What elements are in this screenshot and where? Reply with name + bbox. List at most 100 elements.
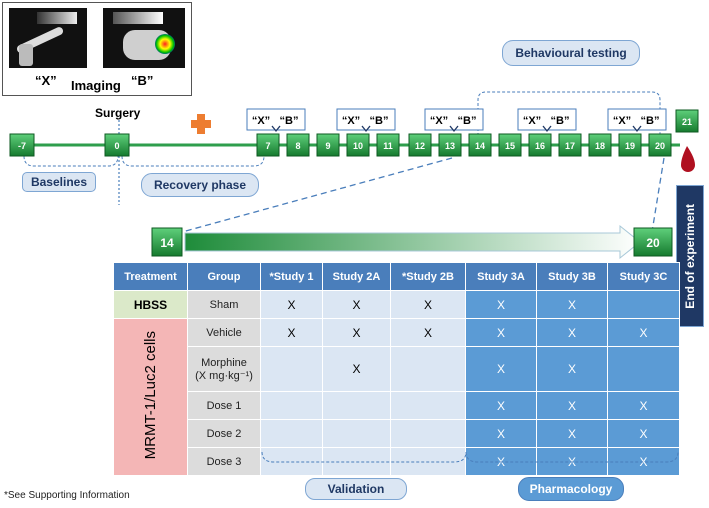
mark-cell: X: [322, 318, 391, 347]
header-group: Group: [187, 262, 261, 291]
day-label: 10: [353, 141, 363, 151]
table-row: Morphine (X mg·kg⁻¹) X X X: [114, 346, 680, 392]
table-row: MRMT-1/Luc2 cells Vehicle X X X X X X: [113, 318, 680, 476]
day-label: 19: [625, 141, 635, 151]
day-label: 14: [475, 141, 485, 151]
zoom-day-label: 14: [160, 236, 174, 250]
assay-label-b: “B”: [551, 115, 570, 127]
assay-callout: “X” “B”: [517, 108, 577, 133]
mark-cell: [260, 346, 323, 392]
assay-label-x: “X”: [613, 115, 631, 127]
zoom-arrow: [184, 224, 641, 260]
behavioural-testing-label: Behavioural testing: [502, 40, 640, 66]
header-study-3b: Study 3B: [536, 262, 608, 291]
header-study-1: *Study 1: [260, 262, 323, 291]
validation-label: Validation: [305, 478, 407, 500]
group-cell: Vehicle: [187, 318, 261, 347]
imaging-label-b: “B”: [131, 73, 154, 88]
assay-callout: “X”“B”: [336, 108, 396, 133]
day-box: 10: [346, 133, 370, 157]
day-box: 8: [286, 133, 310, 157]
mark-cell: X: [465, 318, 537, 347]
recovery-bracket: [121, 155, 265, 167]
day-box: 20: [648, 133, 672, 157]
intensity-scale-b: [113, 12, 163, 24]
assay-label-x: “X”: [252, 115, 270, 127]
day-box: 16: [528, 133, 552, 157]
group-cell: Morphine (X mg·kg⁻¹): [187, 346, 261, 392]
mark-cell: [322, 419, 391, 448]
group-cell: Dose 1: [187, 391, 261, 420]
imaging-photo-b: [103, 8, 185, 68]
day-box: 21: [675, 109, 699, 133]
mark-cell: X: [536, 391, 608, 420]
treatment-cells-label: MRMT-1/Luc2 cells: [142, 330, 159, 460]
assay-label-x: “X”: [342, 115, 360, 127]
mark-cell: [260, 391, 323, 420]
header-study-3c: Study 3C: [607, 262, 680, 291]
mark-cell: X: [465, 419, 537, 448]
group-cell: Dose 2: [187, 419, 261, 448]
day-box: 11: [376, 133, 400, 157]
mark-cell: X: [536, 290, 608, 319]
assay-label-b: “B”: [458, 115, 477, 127]
blood-drop-icon: [681, 146, 695, 172]
table-row: Dose 2 X X X: [114, 419, 680, 448]
header-study-2b: *Study 2B: [390, 262, 466, 291]
table-row: Dose 1 X X X: [114, 391, 680, 420]
imaging-photo-x: [9, 8, 87, 68]
mark-cell: [390, 391, 466, 420]
zoom-day-label: 20: [646, 236, 660, 250]
mark-cell: [607, 346, 680, 392]
assay-label-x: “X”: [430, 115, 448, 127]
day-box: 19: [618, 133, 642, 157]
intensity-scale-x: [37, 12, 77, 24]
mark-cell: X: [465, 290, 537, 319]
imaging-panel: “X” Imaging “B”: [2, 2, 192, 96]
group-morphine: Morphine: [201, 356, 247, 369]
chevron-down-icon: [449, 125, 459, 133]
mark-cell: X: [536, 346, 608, 392]
day-box: 12: [408, 133, 432, 157]
chevron-down-icon: [632, 125, 642, 133]
mark-cell: X: [322, 346, 391, 392]
group-morphine-dose: (X mg·kg⁻¹): [195, 369, 253, 382]
baselines-bracket: [23, 155, 119, 167]
recovery-phase-label: Recovery phase: [141, 173, 259, 197]
mark-cell: [607, 290, 680, 319]
limb-base-x: [19, 44, 33, 66]
assay-callout: “X” “B”: [424, 108, 484, 133]
mark-cell: X: [322, 290, 391, 319]
day-label: 7: [265, 141, 270, 151]
day-box: 18: [588, 133, 612, 157]
mark-cell: X: [607, 447, 680, 476]
day-box: 13: [438, 133, 462, 157]
end-of-experiment-banner: End of experiment: [676, 185, 704, 327]
mark-cell: [390, 419, 466, 448]
study-design-table: Treatment Group *Study 1 Study 2A *Study…: [113, 262, 680, 476]
day-label: 18: [595, 141, 605, 151]
table-row: HBSS Sham X X X X X: [113, 290, 680, 319]
assay-label-b: “B”: [641, 115, 660, 127]
group-cell: Dose 3: [187, 447, 261, 476]
bioluminescence-signal: [155, 34, 175, 54]
day-label: 20: [655, 141, 665, 151]
pharmacology-bracket: [465, 451, 679, 463]
header-treatment: Treatment: [113, 262, 188, 291]
header-study-3a: Study 3A: [465, 262, 537, 291]
assay-label-x: “X”: [523, 115, 541, 127]
pharmacology-label: Pharmacology: [518, 477, 624, 501]
zoom-line-right: [651, 157, 665, 233]
mark-cell: [322, 391, 391, 420]
mark-cell: X: [390, 318, 466, 347]
surgery-label: Surgery: [95, 106, 141, 120]
mark-cell: X: [390, 290, 466, 319]
zoom-start-box: 14: [151, 227, 183, 257]
mark-cell: X: [260, 290, 323, 319]
mark-cell: X: [607, 318, 680, 347]
day-label: 15: [505, 141, 515, 151]
day-label: 21: [682, 117, 692, 127]
day-box: 0: [104, 133, 130, 157]
header-study-2a: Study 2A: [322, 262, 391, 291]
day-label: 9: [325, 141, 330, 151]
